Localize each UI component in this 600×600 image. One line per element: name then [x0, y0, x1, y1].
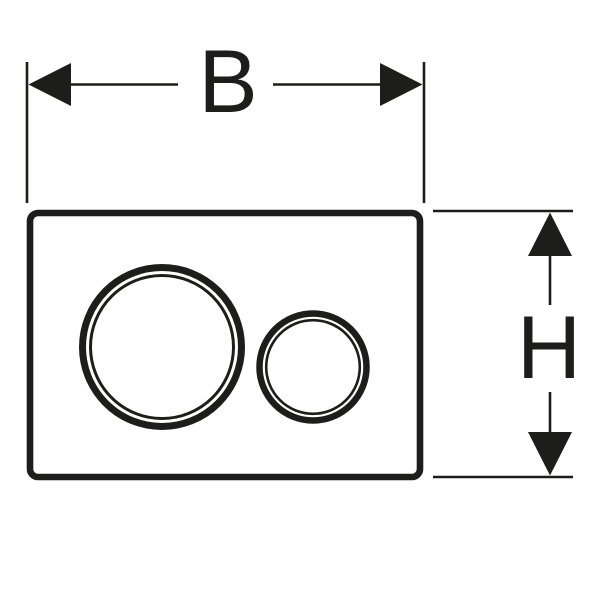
- height-dimension: H: [433, 209, 581, 479]
- large-flush-button-inner-ring: [89, 274, 235, 420]
- width-dimension: B: [25, 31, 426, 203]
- small-flush-button-outer-ring: [256, 310, 370, 424]
- arrow-down-icon: [528, 432, 572, 476]
- flush-plate: [26, 209, 424, 481]
- width-dimension-label: B: [198, 31, 257, 131]
- small-flush-button-inner-ring: [264, 318, 362, 416]
- large-flush-button-outer-ring: [79, 264, 245, 430]
- arrow-right-icon: [380, 63, 423, 106]
- arrow-left-icon: [28, 63, 71, 106]
- height-dimension-label: H: [517, 297, 581, 397]
- arrow-up-icon: [528, 212, 572, 256]
